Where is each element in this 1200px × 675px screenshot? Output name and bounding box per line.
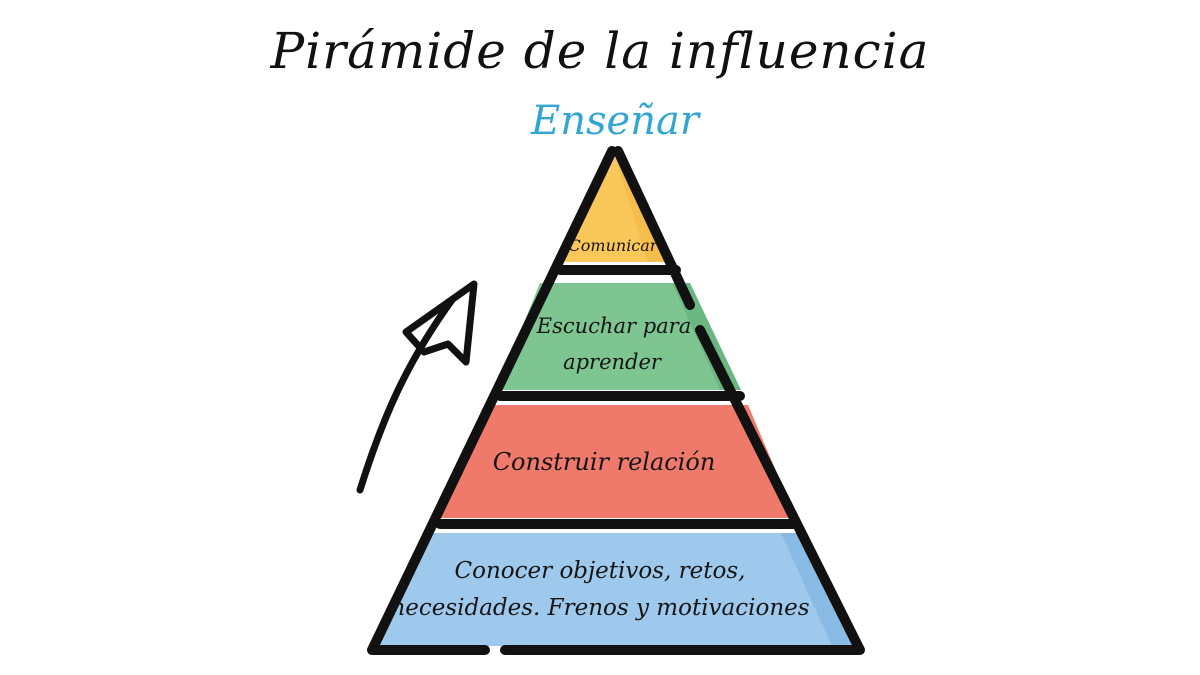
diagram-title: Pirámide de la influencia (270, 22, 930, 80)
pyramid-level-2-shape (497, 283, 741, 390)
level-2-label-line-2: aprender (563, 350, 663, 374)
level-3-label: Construir relación (493, 448, 716, 476)
pyramid-level-3-shape (438, 405, 796, 518)
pyramid-level-4-shade (781, 533, 857, 646)
up-right-arrow-icon (356, 280, 478, 494)
pyramid-level-4-shape (375, 533, 857, 646)
level-2-label-line-1: Escuchar para (536, 314, 691, 338)
level-4-label-line-2: necesidades. Frenos y motivaciones (390, 595, 809, 621)
level-4-label-line-1: Conocer objetivos, retos, (455, 558, 746, 584)
diagram-subtitle: Enseñar (531, 98, 699, 144)
pyramid-outline (367, 146, 865, 655)
level-1-label: Comunicar (569, 236, 659, 255)
